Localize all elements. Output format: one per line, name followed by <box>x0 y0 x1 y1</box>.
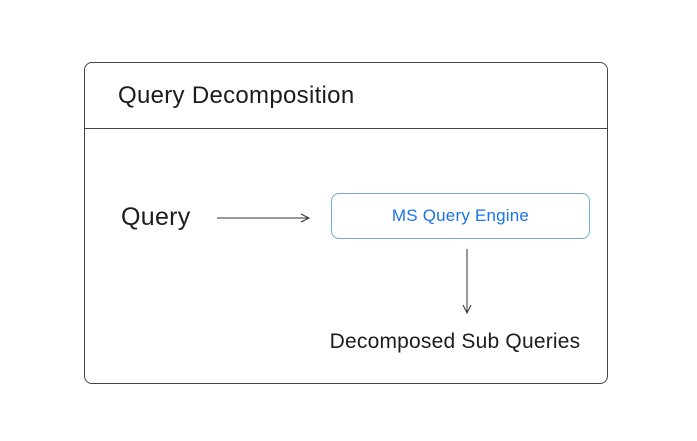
diagram-title: Query Decomposition <box>118 81 355 109</box>
ms-query-engine-node: MS Query Engine <box>331 193 590 239</box>
ms-query-engine-label: MS Query Engine <box>391 206 530 225</box>
query-node-label: Query <box>121 203 191 231</box>
decomposed-sub-queries-label: Decomposed Sub Queries <box>329 330 581 353</box>
frame-title-bar: Query Decomposition <box>85 63 607 129</box>
